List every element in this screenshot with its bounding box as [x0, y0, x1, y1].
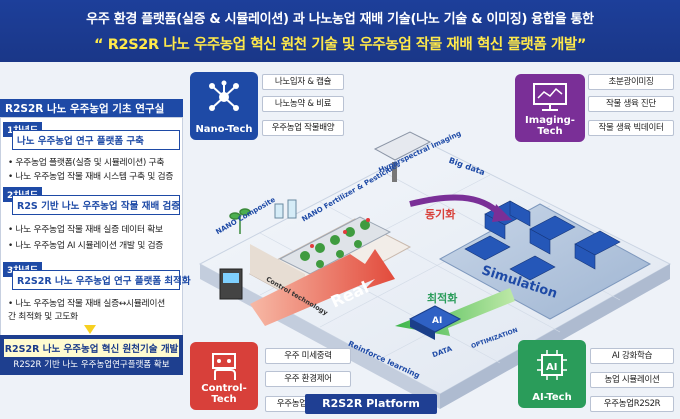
optimize-label: 최적화: [427, 292, 458, 305]
control-tech-label-text: Control-Tech: [201, 383, 247, 405]
result-subtitle: R2S2R 기반 나노 우주농업연구플랫폼 확보: [13, 360, 170, 370]
nano-tag-3: 우주농업 작물배양: [262, 120, 344, 136]
svg-text:AI: AI: [432, 316, 442, 326]
header-banner: 우주 환경 플랫폼(실증 & 시뮬레이션) 과 나노농업 재배 기술(나노 기술…: [0, 0, 680, 62]
imaging-tag-2: 작물 생육 진단: [588, 96, 674, 112]
ai-tag-2: 농업 시뮬레이션: [590, 372, 674, 388]
phase3-bullet1: • 나노 우주농업 작물 재배 실증↔시뮬레이션: [8, 299, 165, 309]
control-tag-2: 우주 환경제어: [265, 371, 351, 387]
platform-label: R2S2R Platform: [305, 394, 437, 414]
header-line2: “ R2S2R 나노 우주농업 혁신 원천 기술 및 우주농업 작물 재배 혁신…: [94, 37, 586, 53]
ai-chip-icon: AI: [537, 350, 567, 380]
phase2-bullet2: • 나노 우주농업 AI 시뮬레이션 개발 및 검증: [8, 241, 164, 251]
hand-control-icon: [212, 353, 236, 380]
nano-tech-label: Nano-Tech: [195, 124, 253, 135]
ai-tag-3: 우주농업R2S2R: [590, 396, 674, 412]
phase2-bullet1: • 나노 우주농업 작물 재배 실증 데이터 확보: [8, 225, 163, 235]
phase1-bullet1: • 우주농업 플랫폼(실증 및 시뮬레이션) 구축: [8, 158, 165, 168]
down-arrow-icon: [84, 325, 96, 334]
molecule-icon: [209, 80, 239, 111]
lab-title: R2S2R 나노 우주농업 기초 연구실: [0, 99, 183, 117]
real-arrow: [250, 249, 395, 326]
imaging-tech-label: Imaging-Tech: [525, 115, 575, 137]
phase2-title: R2S 기반 나노 우주농업 작물 재배 검증: [12, 195, 180, 215]
result-title: R2S2R 나노 우주농업 혁신 원천기술 개발: [4, 339, 179, 357]
sync-label: 동기화: [425, 208, 456, 221]
monitor-icon: [533, 83, 567, 111]
header-line1: 우주 환경 플랫폼(실증 & 시뮬레이션) 과 나노농업 재배 기술(나노 기술…: [86, 12, 594, 27]
imaging-tag-3: 작물 생육 빅데이터: [588, 120, 674, 136]
imaging-tech-card: Imaging-Tech: [515, 74, 585, 142]
nano-tag-1: 나노입자 & 캡슐: [262, 74, 344, 90]
imaging-tag-1: 초분광이미징: [588, 74, 674, 90]
phase3-bullet2: 간 최적화 및 고도화: [8, 312, 78, 322]
ai-tech-card: AI AI-Tech: [518, 340, 586, 408]
iso-floor-side-right: [440, 264, 670, 409]
control-tech-card: Control-Tech: [190, 342, 258, 410]
control-tag-1: 우주 미세중력: [265, 348, 351, 364]
nano-tag-2: 나노농약 & 비료: [262, 96, 344, 112]
phase1-title: 나노 우주농업 연구 플랫폼 구축: [12, 130, 180, 150]
svg-text:AI: AI: [546, 362, 557, 373]
phase3-title: R2S2R 나노 우주농업 연구 플랫폼 최적화: [12, 270, 191, 290]
ai-tech-label: AI-Tech: [532, 392, 572, 403]
ai-tag-1: AI 강화학습: [590, 348, 674, 364]
result-box: R2S2R 나노 우주농업 혁신 원천기술 개발 R2S2R 기반 나노 우주농…: [0, 335, 183, 375]
nano-tech-card: Nano-Tech: [190, 72, 258, 140]
phase1-bullet2: • 나노 우주농업 작물 재배 시스템 구축 및 검증: [8, 172, 174, 182]
platform-illustration: AI: [198, 131, 672, 409]
